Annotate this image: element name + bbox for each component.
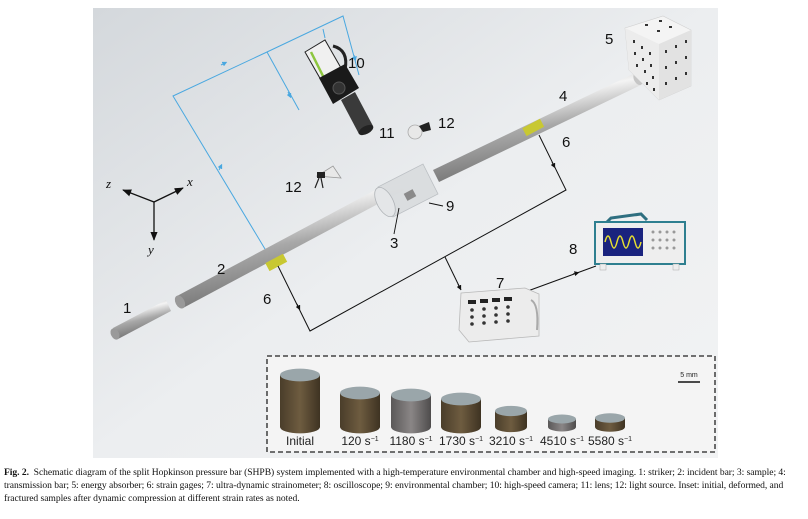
sample-label-exponent: −1 <box>624 436 632 443</box>
strain-signal-wires <box>277 134 597 332</box>
trigger-signal-lines <box>172 15 360 255</box>
sample-top-face <box>280 368 320 382</box>
incident-bar <box>174 178 404 309</box>
sample-label: 120 s−1 <box>341 434 378 448</box>
sample-label: 1730 s−1 <box>439 434 483 448</box>
environmental-chamber <box>374 163 439 218</box>
label-strain-gage-incident: 6 <box>263 291 271 308</box>
caption-label: Fig. 2. <box>4 467 29 478</box>
sample-label: 4510 s−1 <box>540 434 584 448</box>
sample-body <box>441 399 481 434</box>
inset-sample-0: Initial <box>280 368 320 448</box>
light-source-upper <box>407 122 431 140</box>
energy-absorber <box>624 15 692 101</box>
inset-sample-3: 1730 s−1 <box>439 392 483 448</box>
inset-sample-5: 4510 s−1 <box>540 414 584 448</box>
strain-gage-incident <box>265 253 288 272</box>
label-oscilloscope: 8 <box>569 241 577 258</box>
oscilloscope <box>594 212 686 271</box>
label-strainometer: 7 <box>496 275 504 292</box>
x-axis-label: x <box>186 174 193 189</box>
strain-gage-transmission <box>522 118 545 137</box>
label-high-speed-camera: 10 <box>348 55 365 72</box>
label-light-source-lower: 12 <box>285 179 302 196</box>
sample-body <box>340 393 380 434</box>
shpb-schematic-figure: x y z <box>93 8 718 458</box>
inset-sample-1: 120 s−1 <box>340 386 380 448</box>
camera-lens <box>341 92 374 136</box>
inset-sample-6: 5580 s−1 <box>588 413 632 448</box>
inset-sample-2: 1180 s−1 <box>389 388 433 448</box>
label-incident-bar: 2 <box>217 261 225 278</box>
sample-label: Initial <box>286 434 314 448</box>
label-striker: 1 <box>123 300 131 317</box>
sample-top-face <box>595 413 625 423</box>
sample-top-face <box>340 386 380 400</box>
sample-in-chamber <box>403 189 417 201</box>
sample-body <box>495 411 527 433</box>
sample-label: 3210 s−1 <box>489 434 533 448</box>
high-speed-camera <box>304 39 359 104</box>
sample-top-face <box>391 388 431 402</box>
label-light-source-upper: 12 <box>438 115 455 132</box>
striker-bar <box>110 300 171 340</box>
label-transmission-bar: 4 <box>559 88 567 105</box>
sample-body <box>391 395 431 434</box>
sample-label-exponent: −1 <box>425 436 433 443</box>
sample-label-exponent: −1 <box>371 436 379 443</box>
sample-top-face <box>495 405 527 417</box>
inset-samples: 5 mm Initial 120 s−1 1180 s−1 1730 s−1 3210 … <box>266 355 716 453</box>
label-lens: 11 <box>379 125 395 142</box>
label-strain-gage-transmission: 6 <box>562 134 570 151</box>
sample-label: 1180 s−1 <box>389 434 432 448</box>
sample-label-exponent: −1 <box>576 436 584 443</box>
leader-lines <box>393 202 444 235</box>
label-energy-absorber: 5 <box>605 31 613 48</box>
scale-bar-label: 5 mm <box>680 372 698 379</box>
label-environmental-chamber: 9 <box>446 198 454 215</box>
sample-body <box>280 375 320 434</box>
sample-label: 5580 s−1 <box>588 434 632 448</box>
light-source-lower <box>314 165 342 189</box>
sample-label-exponent: −1 <box>475 436 483 443</box>
coordinate-axes: x y z <box>105 174 193 257</box>
sample-label-exponent: −1 <box>525 436 533 443</box>
inset-sample-4: 3210 s−1 <box>489 405 533 448</box>
sample-top-face <box>548 414 576 424</box>
sample-top-face <box>441 392 481 406</box>
ultra-dynamic-strainometer <box>458 287 540 343</box>
y-axis-label: y <box>146 242 154 257</box>
figure-caption: Fig. 2. Schematic diagram of the split H… <box>4 466 804 505</box>
caption-text: Schematic diagram of the split Hopkinson… <box>4 467 786 504</box>
label-sample: 3 <box>390 235 398 252</box>
z-axis-label: z <box>105 176 111 191</box>
